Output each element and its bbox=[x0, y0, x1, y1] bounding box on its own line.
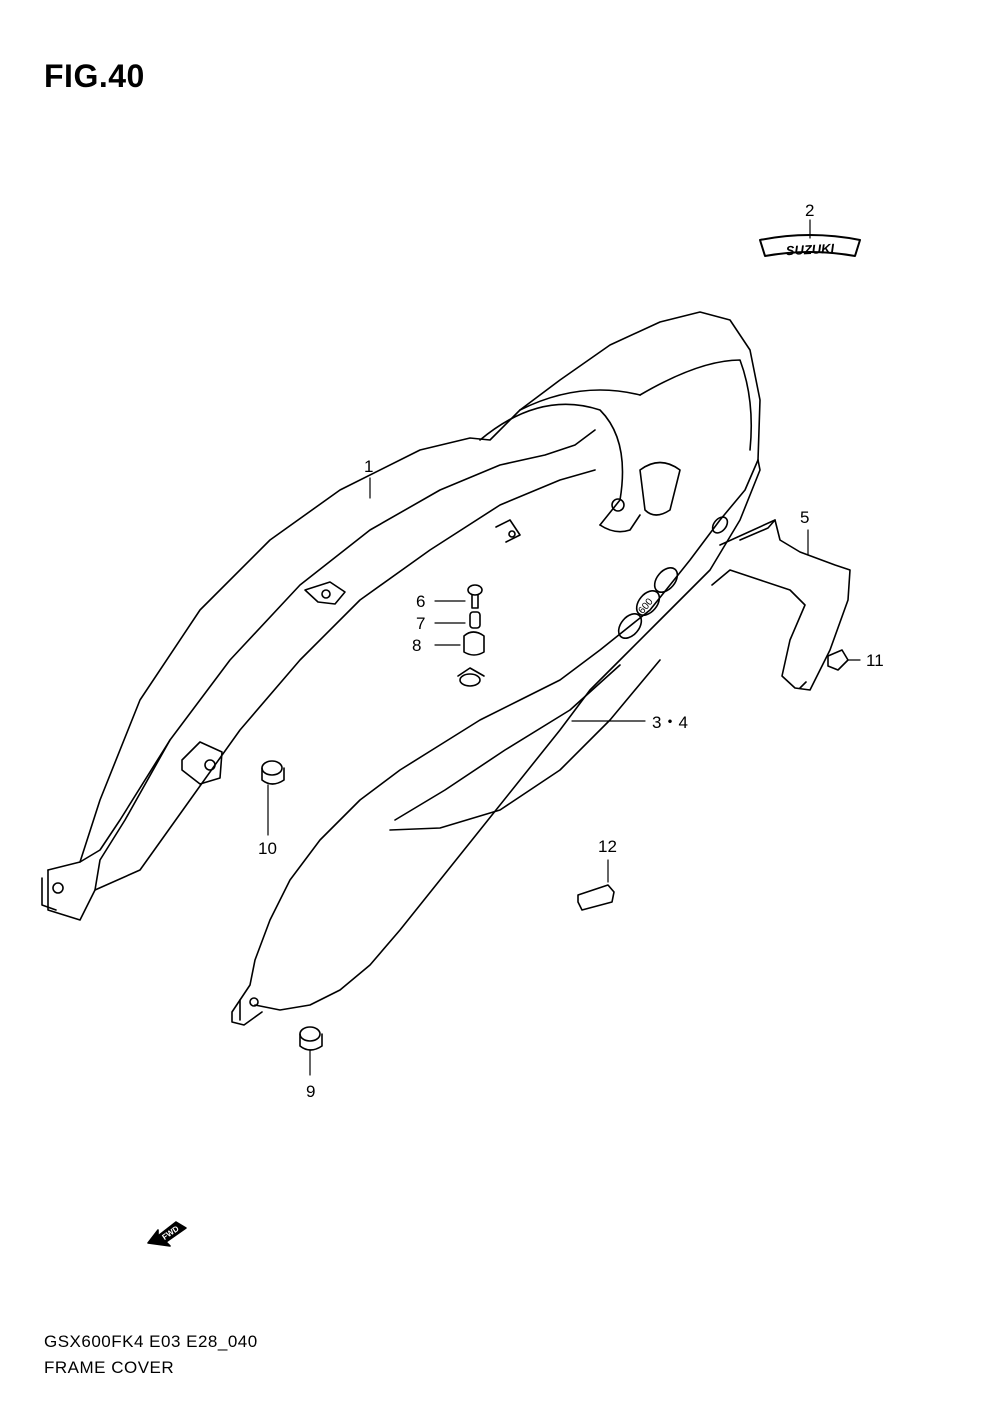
callout-8: 8 bbox=[412, 636, 422, 655]
collar-part bbox=[469, 611, 481, 629]
callout-2: 2 bbox=[805, 201, 815, 220]
pad-part bbox=[577, 884, 615, 911]
cushion-part-8 bbox=[463, 631, 485, 656]
callout-11: 11 bbox=[866, 651, 884, 670]
frame-cover-shell-part bbox=[41, 311, 761, 921]
diagram-code: GSX600FK4 E03 E28_040 bbox=[44, 1332, 258, 1351]
cushion-part-10 bbox=[261, 760, 285, 785]
callout-3-4: 3・4 bbox=[652, 713, 688, 732]
fwd-arrow-icon bbox=[147, 1221, 187, 1247]
suzuki-emblem-part bbox=[759, 234, 861, 257]
figure-title: FIG.40 bbox=[44, 58, 145, 94]
cushion-part-9 bbox=[299, 1026, 323, 1051]
side-panel-part bbox=[231, 459, 761, 1026]
callout-6: 6 bbox=[416, 592, 426, 611]
bracket-part bbox=[711, 519, 851, 691]
callout-5: 5 bbox=[800, 508, 810, 527]
callout-10: 10 bbox=[258, 839, 277, 858]
screw-part bbox=[467, 584, 483, 609]
diagram-name: FRAME COVER bbox=[44, 1358, 175, 1377]
leader-lines bbox=[267, 219, 861, 1076]
emblem-text: SUZUKI bbox=[785, 241, 834, 259]
nut-part bbox=[827, 649, 849, 671]
callout-7: 7 bbox=[416, 614, 426, 633]
callout-9: 9 bbox=[306, 1082, 316, 1101]
callout-12: 12 bbox=[598, 837, 617, 856]
callout-1: 1 bbox=[364, 457, 374, 476]
